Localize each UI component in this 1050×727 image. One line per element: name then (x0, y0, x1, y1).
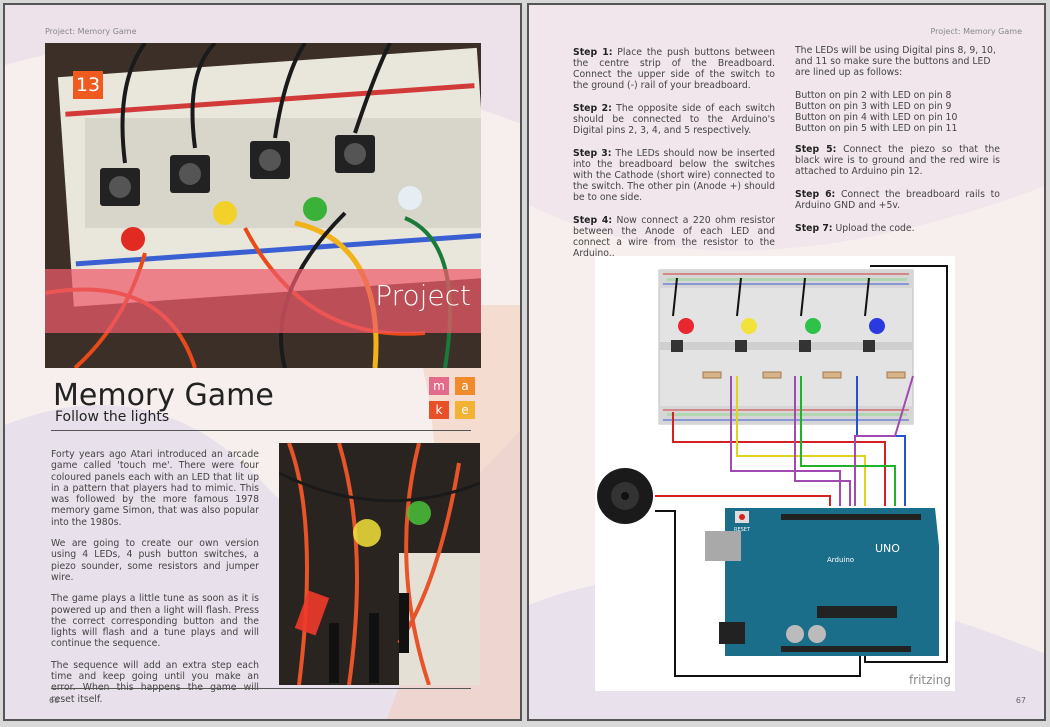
make-letter-m: m (429, 377, 449, 395)
make-letter-a: a (455, 377, 475, 395)
board-brand-label: Arduino (827, 556, 854, 564)
step-4: Step 4: Now connect a 220 ohm resistor b… (573, 215, 775, 259)
pin-line: Button on pin 4 with LED on pin 10 (795, 112, 958, 123)
led-closeup-illustration (279, 443, 480, 685)
project-label: Project (375, 279, 471, 312)
pin-line: Button on pin 2 with LED on pin 8 (795, 90, 952, 101)
step-6: Step 6: Connect the breadboard rails to … (795, 189, 1000, 211)
paragraph: The game plays a little tune as soon as … (51, 593, 259, 650)
paragraph: Forty years ago Atari introduced an arca… (51, 449, 259, 528)
pin-intro: The LEDs will be using Digital pins 8, 9… (795, 45, 996, 78)
page-number: 66 (49, 696, 60, 705)
left-page: Project: Memory Game (3, 3, 522, 721)
circuit-diagram: RESET UNO Arduino fritzing (595, 256, 955, 691)
project-banner (45, 269, 481, 333)
reset-label: RESET (734, 527, 751, 533)
right-page: Project: Memory Game Step 1: Place the p… (527, 3, 1046, 721)
steps-column-left: Step 1: Place the push buttons between t… (573, 47, 775, 271)
step-1: Step 1: Place the push buttons between t… (573, 47, 775, 91)
fritzing-circuit: RESET UNO Arduino (597, 265, 948, 677)
make-letter-e: e (455, 401, 475, 419)
led-closeup-photo (279, 443, 480, 685)
make-logo: m a k e (429, 377, 477, 421)
intro-text: Forty years ago Atari introduced an arca… (51, 449, 259, 715)
pin-list: Button on pin 2 with LED on pin 8 Button… (795, 90, 1000, 134)
divider (51, 688, 471, 689)
running-header: Project: Memory Game (45, 27, 137, 36)
paragraph: We are going to create our own version u… (51, 538, 259, 583)
divider (51, 430, 471, 431)
project-number-badge: 13 (73, 71, 103, 99)
page-subtitle: Follow the lights (55, 409, 170, 425)
fritzing-watermark: fritzing (908, 673, 951, 687)
paragraph: The sequence will add an extra step each… (51, 659, 259, 705)
running-header: Project: Memory Game (930, 27, 1022, 36)
board-name-label: UNO (875, 542, 900, 555)
pin-line: Button on pin 5 with LED on pin 11 (795, 123, 958, 134)
step-7: Step 7: Upload the code. (795, 223, 915, 234)
page-title: Memory Game (53, 378, 274, 413)
breadboard-photo: 13 Project (45, 43, 481, 368)
steps-column-right: The LEDs will be using Digital pins 8, 9… (795, 45, 1000, 246)
page-number: 67 (1015, 696, 1026, 705)
pin-line: Button on pin 3 with LED on pin 9 (795, 101, 952, 112)
step-2: Step 2: The opposite side of each switch… (573, 103, 775, 136)
make-letter-k: k (429, 401, 449, 419)
step-3: Step 3: The LEDs should now be inserted … (573, 148, 776, 203)
step-5: Step 5: Connect the piezo so that the bl… (795, 144, 1000, 177)
